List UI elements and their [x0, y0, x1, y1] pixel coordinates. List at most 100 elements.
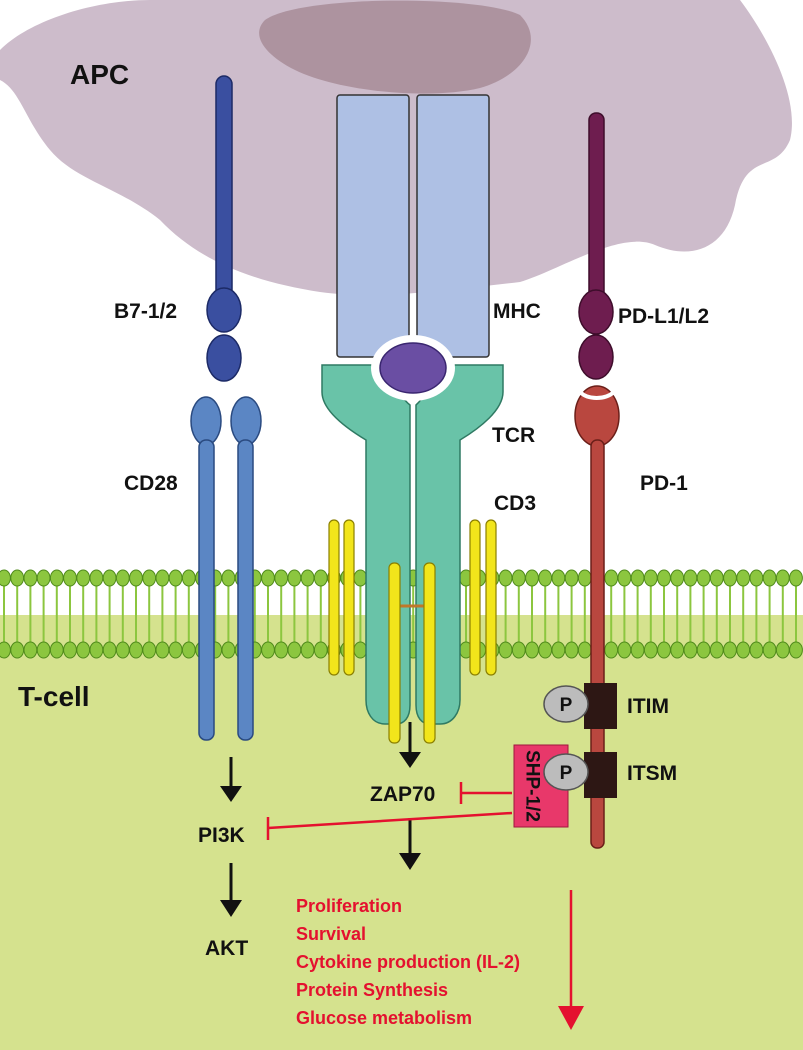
- t-cell-label: T-cell: [18, 681, 90, 712]
- lipid-head: [670, 641, 685, 659]
- apc-label: APC: [70, 59, 129, 90]
- lipid-head: [709, 641, 724, 659]
- lipid-head: [670, 569, 685, 587]
- itim-motif: [584, 683, 617, 729]
- cd3-chain-3: [469, 519, 481, 676]
- lipid-head: [155, 641, 170, 659]
- tcr-label: TCR: [492, 424, 535, 447]
- lipid-head: [36, 641, 51, 659]
- lipid-head: [129, 641, 143, 659]
- lipid-head: [723, 641, 737, 659]
- lipid-head: [181, 641, 196, 659]
- lipid-head: [142, 569, 157, 587]
- cd28-receptor: [190, 396, 262, 741]
- outcome-item: Glucose metabolism: [296, 1008, 472, 1028]
- lipid-head: [313, 569, 328, 587]
- itsm-label: ITSM: [627, 762, 677, 785]
- lipid-head: [551, 569, 566, 587]
- lipid-head: [683, 569, 698, 587]
- lipid-head: [789, 641, 803, 659]
- lipid-head: [353, 569, 368, 587]
- lipid-head: [300, 641, 315, 659]
- lipid-head: [23, 641, 38, 659]
- lipid-head: [168, 641, 183, 659]
- lipid-head: [300, 569, 315, 587]
- b7-domain-lower: [206, 334, 242, 382]
- b7-ligand: [206, 75, 242, 382]
- lipid-head: [696, 641, 711, 659]
- pd1-head-notch: [578, 390, 616, 400]
- phospho-group-itsm: P: [543, 753, 589, 791]
- lipid-head: [0, 641, 11, 659]
- akt-label: AKT: [205, 937, 248, 960]
- lipid-head: [577, 569, 592, 587]
- lipid-head: [643, 641, 658, 659]
- lipid-head: [115, 569, 130, 587]
- activation-arrows: [220, 722, 421, 917]
- lipid-head: [221, 641, 236, 659]
- lipid-head: [36, 569, 51, 587]
- outcome-list: Proliferation Survival Cytokine producti…: [296, 896, 520, 1028]
- zap70-label: ZAP70: [370, 783, 435, 806]
- lipid-head: [155, 569, 170, 587]
- lipid-head: [115, 641, 130, 659]
- phospho-group-itim: P: [543, 685, 589, 723]
- lipid-head: [709, 569, 724, 587]
- itsm-motif: [584, 752, 617, 798]
- outcome-item: Protein Synthesis: [296, 980, 448, 1000]
- lipid-head: [498, 641, 513, 659]
- lipid-head: [129, 569, 143, 587]
- downregulation-arrowhead: [558, 1006, 584, 1030]
- cd3-label: CD3: [494, 492, 536, 515]
- inhibition-lines: [266, 782, 584, 1030]
- pi3k-label: PI3K: [198, 824, 245, 847]
- lipid-head: [564, 569, 579, 587]
- lipid-head: [274, 641, 289, 659]
- lipid-head: [181, 569, 196, 587]
- lipid-head: [102, 641, 117, 659]
- lipid-head: [10, 641, 25, 659]
- lipid-head: [511, 641, 526, 659]
- pd1-label: PD-1: [640, 472, 688, 495]
- itim-label: ITIM: [627, 695, 669, 718]
- cd28-head-left: [190, 396, 222, 446]
- b7-label: B7-1/2: [114, 300, 177, 323]
- mhc-chain-right: [416, 94, 490, 358]
- pdl-stalk: [588, 112, 605, 309]
- lipid-head: [353, 641, 368, 659]
- lipid-head: [498, 569, 513, 587]
- lipid-head: [604, 569, 619, 587]
- arrowhead-pi3k-to-akt: [220, 900, 242, 917]
- peptide-antigen-core: [379, 342, 447, 394]
- pd1-chain: [590, 439, 605, 849]
- lipid-head: [736, 641, 751, 659]
- lipid-head: [736, 569, 751, 587]
- lipid-head: [538, 641, 553, 659]
- pdl-domain-upper: [578, 289, 614, 335]
- outcome-item: Proliferation: [296, 896, 402, 916]
- cd28-head-right: [230, 396, 262, 446]
- lipid-head: [630, 569, 645, 587]
- lipid-head: [775, 641, 790, 659]
- cd28-chain-left: [198, 439, 215, 741]
- cd3-complex: [328, 519, 497, 744]
- lipid-head: [511, 569, 526, 587]
- lipid-head: [221, 569, 236, 587]
- lipid-head: [142, 641, 157, 659]
- arrowhead-tcr-to-zap70: [399, 752, 421, 768]
- lipid-head: [749, 641, 764, 659]
- lipid-head: [643, 569, 658, 587]
- lipid-head: [63, 569, 77, 587]
- lipid-head: [762, 569, 777, 587]
- pdl-label: PD-L1/L2: [618, 305, 709, 328]
- inhibit-pi3k-line: [267, 811, 513, 830]
- lipid-head: [551, 641, 566, 659]
- lipid-head: [723, 569, 737, 587]
- mhc-label: MHC: [493, 300, 541, 323]
- lipid-head: [617, 641, 632, 659]
- shp-label: SHP-1/2: [522, 750, 543, 822]
- arrowhead-cd28-to-pi3k: [220, 786, 242, 802]
- lipid-head: [604, 641, 619, 659]
- lipid-head: [749, 569, 764, 587]
- lipid-head: [49, 569, 64, 587]
